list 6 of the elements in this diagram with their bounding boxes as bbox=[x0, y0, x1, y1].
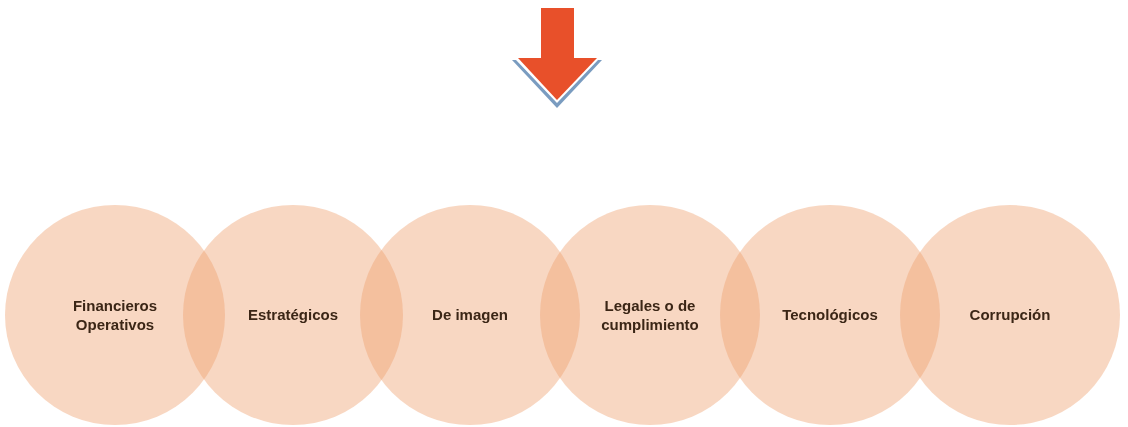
node-label: De imagen bbox=[432, 305, 508, 325]
node-label: Corrupción bbox=[969, 305, 1051, 325]
node-label: Estratégicos bbox=[247, 305, 338, 325]
node-label: Financieros Operativos bbox=[71, 295, 159, 335]
node-label: Legales o de cumplimiento bbox=[600, 295, 700, 335]
node-label: Tecnológicos bbox=[782, 305, 878, 325]
